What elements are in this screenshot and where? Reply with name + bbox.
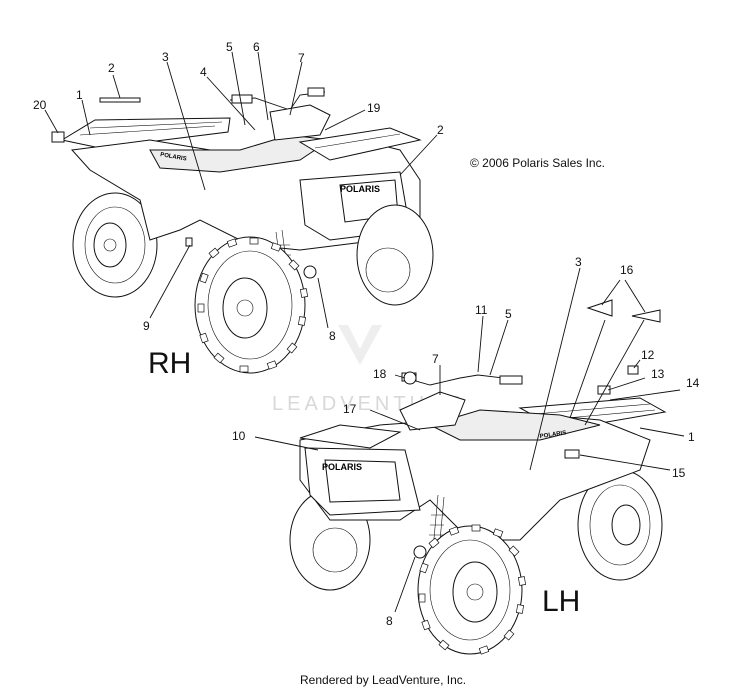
callout-lh-15: 15 <box>672 466 686 480</box>
lh-decal-13 <box>597 385 611 395</box>
lh-front-wheel <box>417 524 527 655</box>
rh-decal-20 <box>51 131 65 143</box>
callout-rh-4: 4 <box>200 65 207 79</box>
rh-side-logo: POLARIS <box>160 152 187 163</box>
lh-decal-15 <box>564 449 580 459</box>
callout-lh-14: 14 <box>686 376 700 390</box>
callout-lh-1: 1 <box>688 430 695 444</box>
callout-lh-13: 13 <box>651 367 665 381</box>
callout-lh-11: 11 <box>475 303 488 317</box>
callout-lh-12: 12 <box>641 348 655 362</box>
lh-front-rack <box>299 424 402 449</box>
rh-rear-rack <box>60 117 231 149</box>
callout-rh-20: 20 <box>33 98 47 112</box>
rh-front-wheel <box>194 236 309 374</box>
callout-rh-5: 5 <box>226 40 233 54</box>
lh-atv-drawing: POLARIS POLARIS <box>289 299 667 655</box>
callout-rh-6: 6 <box>253 40 260 54</box>
rh-atv-drawing: POLARIS POLARIS <box>51 87 434 374</box>
callout-lh-3: 3 <box>575 255 582 269</box>
callout-lh-18: 18 <box>373 367 387 381</box>
lh-side-logo: POLARIS <box>539 430 566 440</box>
rh-pod <box>269 104 331 141</box>
rh-rear-wheel <box>72 192 158 298</box>
rh-front-rack <box>298 127 422 161</box>
callout-rh-19: 19 <box>367 101 381 115</box>
view-label-lh: LH <box>542 585 580 618</box>
callout-rh-2b: 2 <box>437 123 444 137</box>
view-label-rh: RH <box>148 347 191 380</box>
callout-lh-10: 10 <box>232 429 246 443</box>
callout-lh-8: 8 <box>386 614 393 628</box>
rh-far-front-wheel <box>356 204 434 306</box>
lh-grille-logo: POLARIS <box>322 462 362 472</box>
callout-rh-1: 1 <box>76 88 83 102</box>
lh-far-rear-wheel <box>577 469 663 581</box>
copyright-text: © 2006 Polaris Sales Inc. <box>470 156 605 170</box>
callout-rh-2a: 2 <box>108 61 115 75</box>
callout-lh-16: 16 <box>620 263 634 277</box>
lh-seat <box>428 409 601 441</box>
lh-decal-16b <box>631 309 661 323</box>
callout-lh-5: 5 <box>505 307 512 321</box>
rh-grille-logo: POLARIS <box>340 184 380 194</box>
footer-text: Rendered by LeadVenture, Inc. <box>300 673 466 687</box>
callout-rh-3: 3 <box>162 50 169 64</box>
callout-lh-17: 17 <box>343 402 357 416</box>
lh-cap-18 <box>403 371 417 385</box>
callout-lh-7: 7 <box>432 352 439 366</box>
callout-rh-9: 9 <box>143 319 150 333</box>
callout-rh-8: 8 <box>329 329 336 343</box>
rh-decal-2 <box>99 97 141 103</box>
lh-decal-16a <box>586 299 613 317</box>
lh-pod <box>399 391 466 431</box>
callout-labels: 20 1 2 3 4 5 6 7 19 2 9 8 3 16 11 5 12 7… <box>33 40 700 628</box>
rh-leader-lines <box>44 51 438 329</box>
callout-rh-7: 7 <box>298 51 305 65</box>
lh-decal-12 <box>627 365 639 375</box>
lh-leader-lines <box>254 267 685 613</box>
